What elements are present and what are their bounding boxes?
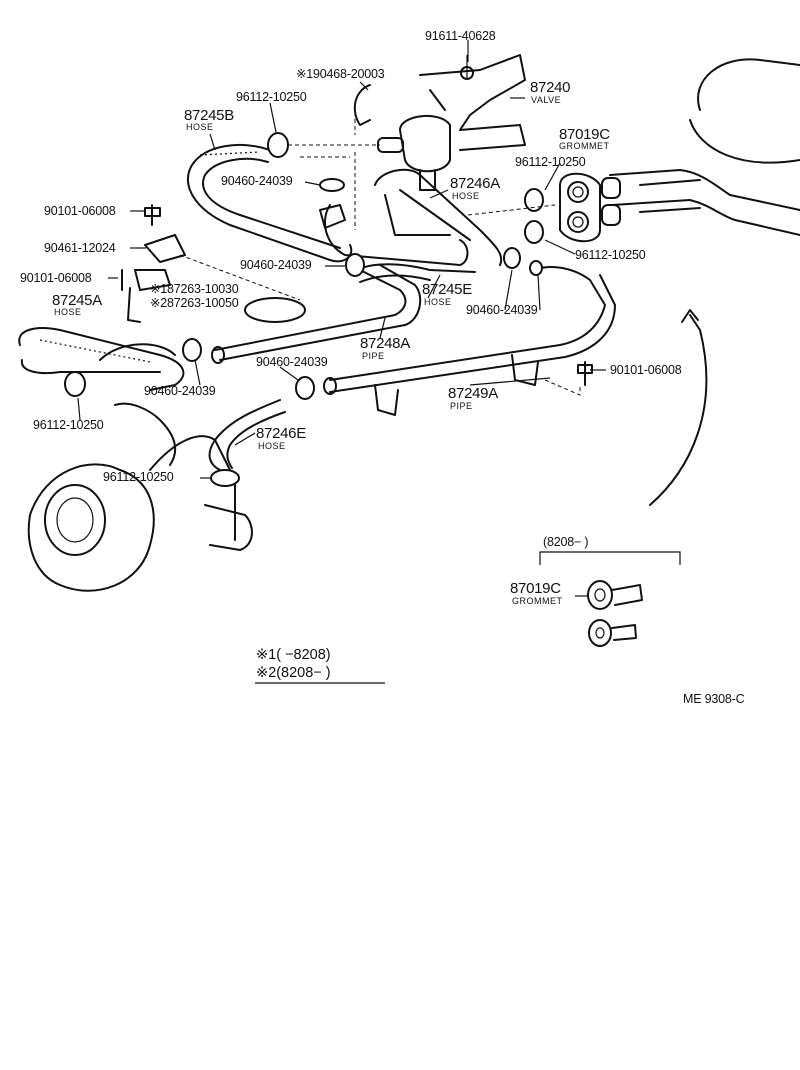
label-90461-12024: 90461-12024 (44, 241, 116, 255)
pipe-87248a (211, 264, 422, 364)
label-96112-10250-c: 96112-10250 (575, 248, 646, 262)
label-valve: VALVE (531, 95, 562, 105)
direction-arrow (649, 309, 708, 506)
valve-87240 (377, 54, 526, 191)
label-96112-10250-b: 96112-10250 (515, 155, 586, 169)
label-96112-10250-a: 96112-10250 (236, 90, 307, 104)
hose-clamps (64, 84, 544, 487)
label-87245a: 87245A (52, 292, 102, 309)
label-hose-e: HOSE (424, 297, 452, 307)
label-hose-a2: HOSE (54, 307, 82, 317)
inset-grommet (539, 551, 681, 647)
label-90460-24039-e: 90460-24039 (144, 384, 216, 398)
label-90460-24039-c: 90460-24039 (466, 303, 538, 317)
label-87245e: 87245E (422, 281, 472, 298)
label-91611-40628: 91611-40628 (425, 29, 496, 43)
label-96112-10250-d: 96112-10250 (33, 418, 104, 432)
label-90101-06008-b: 90101-06008 (20, 271, 92, 285)
label-90101-06008-c: 90101-06008 (610, 363, 682, 377)
label-187263-10030: ※187263-10030 (150, 282, 239, 296)
label-hose-b: HOSE (186, 122, 214, 132)
label-87249a: 87249A (448, 385, 498, 402)
label-87019c-inset: 87019C (510, 580, 561, 597)
label-pipe-a: PIPE (362, 351, 385, 361)
label-90460-24039-b: 90460-24039 (240, 258, 312, 272)
grommet-87019c (559, 172, 601, 243)
label-87246a: 87246A (450, 175, 500, 192)
pipe-87249a (323, 266, 616, 416)
label-87246e: 87246E (256, 425, 306, 442)
leader-lines (77, 40, 606, 479)
label-grommet: GROMMET (559, 141, 610, 151)
label-grommet-inset: GROMMET (512, 596, 563, 606)
label-87248a: 87248A (360, 335, 410, 352)
label-87245b: 87245B (184, 107, 234, 124)
reference-lines (179, 105, 581, 396)
label-87240: 87240 (530, 79, 571, 96)
label-190468-20003: ※190468-20003 (296, 67, 385, 81)
hose-87245b (186, 144, 353, 263)
brackets-bolts (121, 204, 593, 386)
hose-87246e (208, 399, 286, 471)
label-inset-range: (8208− ) (543, 535, 589, 549)
label-hose-e2: HOSE (258, 441, 286, 451)
label-90101-06008-a: 90101-06008 (44, 204, 116, 218)
heater-core (601, 58, 800, 236)
hose-87245a (18, 327, 185, 391)
figure-code: ME 9308-C (683, 692, 745, 706)
label-90460-24039-a: 90460-24039 (221, 174, 293, 188)
label-287263-10050: ※287263-10050 (150, 296, 239, 310)
label-87019c: 87019C (559, 126, 610, 143)
hose-87245e (354, 263, 476, 283)
label-96112-10250-e: 96112-10250 (103, 470, 174, 484)
engine-block (27, 343, 253, 592)
legend-2: ※2(8208− ) (256, 665, 331, 681)
label-hose-a: HOSE (452, 191, 480, 201)
hose-87246a (319, 168, 503, 266)
label-90460-24039-d: 90460-24039 (256, 355, 328, 369)
legend-1: ※1( −8208) (256, 647, 331, 663)
label-pipe-b: PIPE (450, 401, 473, 411)
